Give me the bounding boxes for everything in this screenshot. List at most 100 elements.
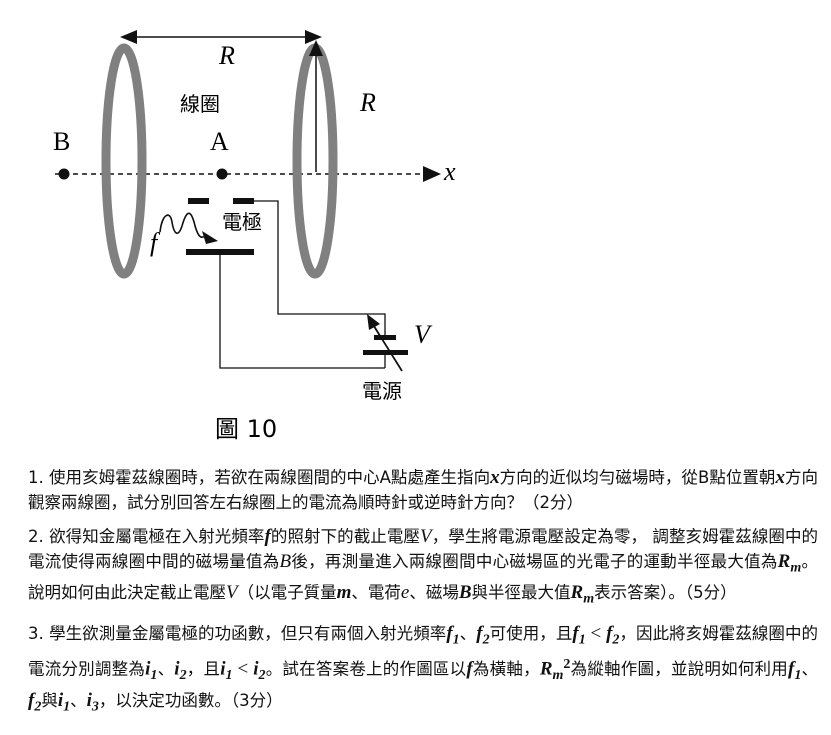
math-var: i <box>220 658 226 680</box>
question-text: 為橫軸， <box>472 659 540 679</box>
point-b-label: B <box>53 127 70 156</box>
battery-short-plate <box>374 335 396 340</box>
question-text: 使用亥姆霍茲線圈時，若欲在兩線圈間的中心A點處產生指向 <box>49 468 491 487</box>
question-2: 2. 欲得知金屬電極在入射光頻率f的照射下的截止電壓V，學生將電源電壓設定為零，… <box>28 524 818 612</box>
math-var: V <box>226 582 238 604</box>
question-3: 3. 學生欲測量金屬電極的功函數，但只有兩個入射光頻率f1、f2可使用，且f1 … <box>28 621 818 719</box>
question-text: 為縱軸作圖，並說明如何利用 <box>570 659 788 679</box>
math-var: x <box>775 467 785 488</box>
question-text: 。試在答案卷上的作圖區以 <box>265 659 467 679</box>
math-subscript: 1 <box>794 667 802 683</box>
math-var: f <box>476 622 483 644</box>
math-subscript: 2 <box>34 698 42 714</box>
radius-label-r: R <box>359 88 376 117</box>
math-subscript: 1 <box>578 631 586 647</box>
question-text: （以電子質量 <box>237 583 337 603</box>
math-var: f <box>466 658 473 680</box>
math-var: f <box>28 689 35 711</box>
electrode-label: 電極 <box>222 210 262 234</box>
question-text: 與 <box>41 690 58 710</box>
math-subscript: 2 <box>482 631 490 647</box>
question-text: 後，再測量進入兩線圈間中心磁場區的光電子的運動半徑最大值為 <box>291 552 778 571</box>
question-text: 、 <box>801 659 819 679</box>
math-var: f <box>572 622 579 644</box>
math-subscript: 3 <box>91 698 99 714</box>
x-axis-arrowhead <box>423 166 441 182</box>
math-var: R <box>570 582 584 604</box>
coil-label: 線圈 <box>180 92 220 116</box>
math-var: f <box>788 658 795 680</box>
math-var: i <box>57 689 64 711</box>
distance-label-r: R <box>218 41 235 70</box>
power-supply-label: 電源 <box>362 379 402 403</box>
math-subscript: m <box>583 591 595 607</box>
question-1: 1. 使用亥姆霍茲線圈時，若欲在兩線圈間的中心A點處產生指向x方向的近似均勻磁場… <box>28 465 818 515</box>
math-var: i <box>174 658 180 680</box>
question-number: 2. <box>28 527 44 546</box>
question-text: 與半徑最大值 <box>471 583 571 603</box>
question-text: ，且 <box>186 659 221 679</box>
circuit-wire-right <box>254 200 386 336</box>
variable-arrow-line <box>371 322 403 372</box>
math-subscript: 2 <box>612 631 620 647</box>
question-text: 、電荷 <box>351 583 401 603</box>
math-var: m <box>336 582 352 604</box>
question-text: ，因此將亥姆霍茲線圈中的電流分別調整為 <box>28 623 819 679</box>
math-var: e <box>400 582 410 604</box>
math-var: i <box>253 658 259 680</box>
math-subscript: 1 <box>150 667 158 683</box>
voltage-label-v: V <box>414 320 433 349</box>
distance-arrow-left-head <box>120 30 137 44</box>
question-text: 、 <box>70 690 87 710</box>
math-operator: < <box>585 622 607 644</box>
math-subscript: m <box>790 560 802 576</box>
figure-caption: 圖 10 <box>215 415 277 443</box>
question-text: 欲得知金屬電極在入射光頻率 <box>49 527 265 546</box>
light-arrowhead <box>202 231 218 244</box>
question-text: 、磁場 <box>409 583 459 603</box>
math-subscript: 1 <box>452 631 460 647</box>
question-list: 1. 使用亥姆霍茲線圈時，若欲在兩線圈間的中心A點處產生指向x方向的近似均勻磁場… <box>28 465 818 728</box>
question-number: 3. <box>28 623 44 643</box>
incoming-light-wave <box>159 212 206 238</box>
frequency-label-f: f <box>150 228 161 257</box>
point-b-dot <box>58 168 70 180</box>
question-text: 方向的近似均勻磁場時，從B點位置朝 <box>499 468 776 487</box>
circuit-wire-left <box>219 255 370 369</box>
question-text: 學生欲測量金屬電極的功函數，但只有兩個入射光頻率 <box>49 623 447 643</box>
math-subscript: 1 <box>225 667 233 683</box>
math-var: f <box>446 622 453 644</box>
battery-long-plate <box>363 350 408 355</box>
math-var: x <box>490 467 500 488</box>
question-text: 。說明如何由此決定截止電壓 <box>28 552 819 603</box>
x-axis-label: x <box>443 157 456 186</box>
question-text: 、 <box>157 659 175 679</box>
math-var: f <box>264 526 271 547</box>
math-var: B <box>279 551 292 572</box>
math-var: i <box>145 658 151 680</box>
math-var: R <box>539 658 553 680</box>
question-text: 可使用，且 <box>489 623 573 643</box>
question-number: 1. <box>28 468 44 487</box>
question-text: ，學生將電源電壓設定為零， 調整亥姆霍茲線圈中的電流使得兩線圈中間的磁場量值為 <box>28 527 819 571</box>
question-text: 的照射下的截止電壓 <box>270 527 421 546</box>
math-subscript: 2 <box>179 667 187 683</box>
math-var: R <box>777 551 791 572</box>
question-text: 、 <box>459 623 477 643</box>
math-subscript: 2 <box>258 667 266 683</box>
electrode-upper-left <box>188 198 209 204</box>
math-var: V <box>420 526 432 547</box>
variable-arrow-head <box>367 314 380 330</box>
point-a-label: A <box>210 127 229 156</box>
math-superscript: 2 <box>563 656 571 672</box>
math-subscript: m <box>552 667 564 683</box>
distance-arrow-right-head <box>305 30 322 44</box>
question-text: 表示答案）。（5分） <box>594 583 737 603</box>
point-a-dot <box>216 168 228 180</box>
right-coil <box>292 43 338 279</box>
math-operator: < <box>232 658 254 680</box>
electrode-upper-right <box>233 198 254 204</box>
math-subscript: 1 <box>63 698 71 714</box>
helmholtz-coil-diagram: R R 線圈 B A x 電極 f V 電源 圖 10 <box>53 30 456 443</box>
math-var: f <box>606 622 613 644</box>
